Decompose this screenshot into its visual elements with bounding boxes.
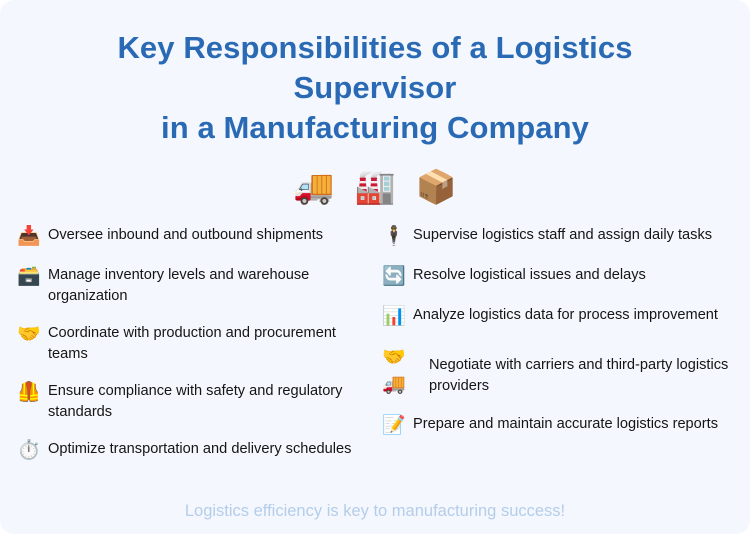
list-item-icons: 🗃️ bbox=[14, 264, 44, 289]
page-title-line-1: Key Responsibilities of a Logistics bbox=[117, 30, 633, 65]
list-item-label: Prepare and maintain accurate logistics … bbox=[413, 416, 719, 432]
responsibilities-columns: 📥 Oversee inbound and outbound shipments 🗃… bbox=[0, 224, 750, 478]
package-box-icon: 📦 bbox=[415, 168, 457, 205]
handshake-icon: 🤝 bbox=[382, 347, 406, 368]
list-item: 🔄 Resolve logistical issues and delays bbox=[379, 264, 736, 289]
memo-icon: 📝 bbox=[382, 415, 406, 436]
list-item: 🕴️ Supervise logistics staff and assign d… bbox=[379, 224, 736, 249]
refresh-arrows-icon: 🔄 bbox=[382, 266, 406, 287]
header-icon-strip: 🚚 🏭 📦 bbox=[0, 164, 750, 210]
list-item-icons: ⏱️ bbox=[14, 438, 44, 463]
bar-chart-icon: 📊 bbox=[382, 306, 406, 327]
page-title-line-3: in a Manufacturing Company bbox=[160, 110, 590, 145]
list-item-icons: 📊 bbox=[379, 304, 409, 329]
list-item-label: Ensure compliance with safety and regula… bbox=[48, 383, 343, 420]
list-item-icons: 🤝 bbox=[14, 322, 44, 347]
inbox-tray-icon: 📥 bbox=[17, 226, 41, 247]
list-item-label: Analyze logistics data for process impro… bbox=[413, 307, 718, 323]
list-item: 🤝 Coordinate with production and procurem… bbox=[14, 322, 367, 365]
list-item: 📊 Analyze logistics data for process impr… bbox=[379, 304, 736, 329]
delivery-truck-icon: 🚚 bbox=[293, 168, 335, 205]
footer-tagline: Logistics efficiency is key to manufactu… bbox=[184, 502, 566, 520]
list-item-label: Manage inventory levels and warehouse or… bbox=[48, 267, 310, 304]
list-item-icons: 🤝🚚 bbox=[379, 344, 409, 398]
list-item-label: Negotiate with carriers and third-party … bbox=[429, 357, 729, 394]
list-item-icons: 📥 bbox=[14, 224, 44, 249]
page-title: Key Responsibilities of a Logistics Supe… bbox=[0, 0, 750, 148]
list-item-icons: 🦺 bbox=[14, 380, 44, 405]
list-item-label: Resolve logistical issues and delays bbox=[413, 267, 646, 283]
stopwatch-icon: ⏱️ bbox=[17, 440, 41, 461]
list-item-label: Coordinate with production and procureme… bbox=[48, 325, 336, 362]
list-item: 🗃️ Manage inventory levels and warehouse … bbox=[14, 264, 367, 307]
list-item-icons: 📝 bbox=[379, 413, 409, 438]
handshake-icon: 🤝 bbox=[17, 324, 41, 345]
right-column-list: 🕴️ Supervise logistics staff and assign d… bbox=[375, 224, 742, 478]
list-item: ⏱️ Optimize transportation and delivery s… bbox=[14, 438, 367, 463]
list-item-label: Supervise logistics staff and assign dai… bbox=[413, 227, 713, 243]
list-item: 📝 Prepare and maintain accurate logistics… bbox=[379, 413, 736, 438]
left-column-list: 📥 Oversee inbound and outbound shipments 🗃… bbox=[8, 224, 375, 478]
list-item: 📥 Oversee inbound and outbound shipments bbox=[14, 224, 367, 249]
list-item-icons: 🕴️ bbox=[379, 224, 409, 249]
list-item-label: Optimize transportation and delivery sch… bbox=[48, 441, 352, 457]
page-title-line-2: Supervisor bbox=[293, 70, 457, 105]
list-item-icons: 🔄 bbox=[379, 264, 409, 289]
factory-icon: 🏭 bbox=[354, 168, 396, 205]
card-file-box-icon: 🗃️ bbox=[17, 266, 41, 287]
delivery-truck-icon: 🚚 bbox=[382, 374, 406, 395]
list-item: 🤝🚚Negotiate with carriers and third-part… bbox=[379, 344, 736, 398]
safety-vest-icon: 🦺 bbox=[17, 382, 41, 403]
list-item: 🦺 Ensure compliance with safety and regul… bbox=[14, 380, 367, 423]
person-in-suit-icon: 🕴️ bbox=[382, 226, 406, 247]
list-item-label: Oversee inbound and outbound shipments bbox=[48, 227, 324, 243]
